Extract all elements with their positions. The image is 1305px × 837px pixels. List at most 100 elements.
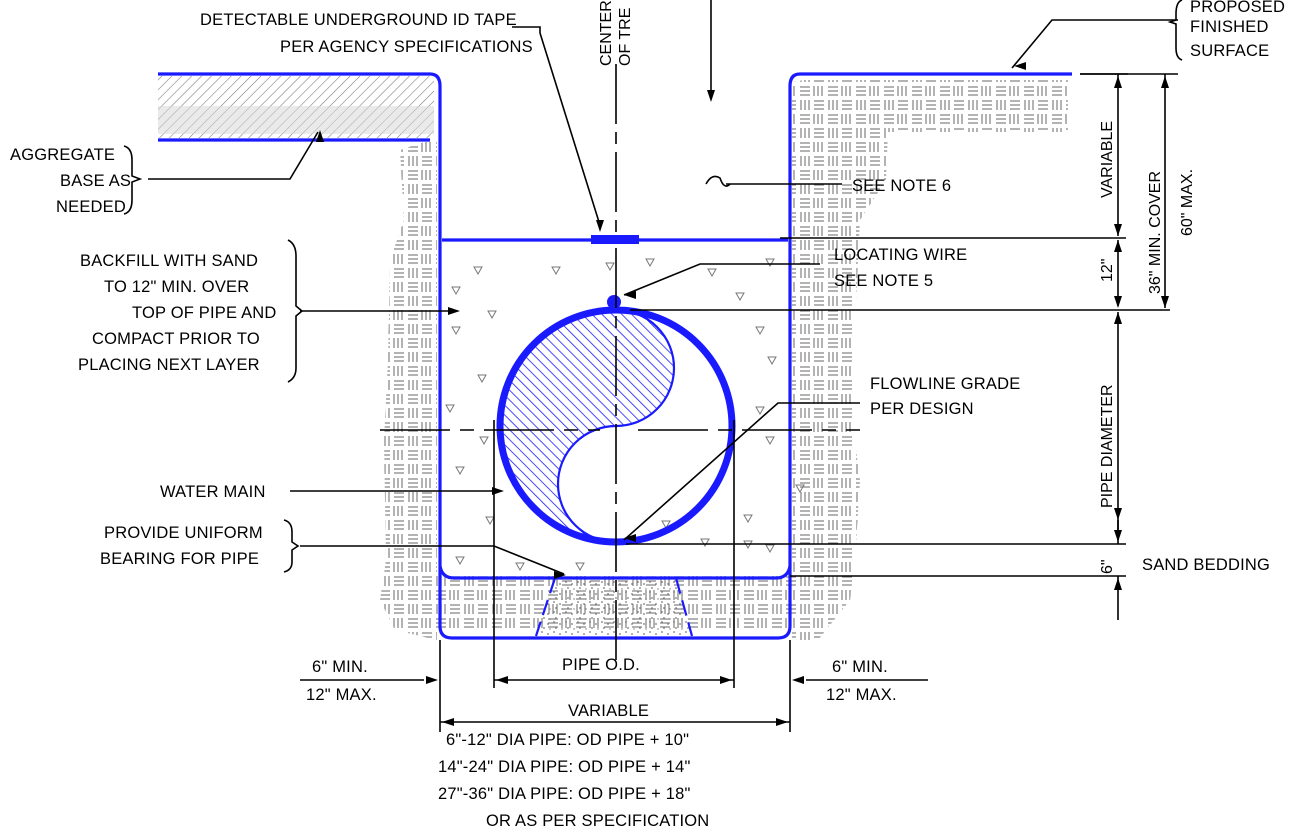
sand-grain-mark	[700, 538, 710, 548]
arrowhead	[1161, 76, 1169, 88]
uniform-bearing-label-1: PROVIDE UNIFORM	[104, 524, 263, 542]
width-rule-4: OR AS PER SPECIFICATION	[486, 812, 709, 830]
sand-grain-mark	[479, 436, 489, 446]
surface-label-1: PROPOSED	[1190, 0, 1285, 16]
arrowhead	[316, 130, 324, 142]
arrowhead	[624, 534, 636, 542]
aggregate-label-2: BASE AS	[60, 172, 131, 190]
id-tape-label-2: PER AGENCY SPECIFICATIONS	[280, 38, 533, 56]
water-main-label: WATER MAIN	[160, 483, 266, 501]
arrowhead	[496, 676, 508, 684]
aggregate-label-3: NEEDED	[56, 198, 126, 216]
sand-grain-mark	[707, 268, 717, 278]
max-cover-label: 60" MAX.	[1179, 169, 1196, 236]
sand-grain-mark	[485, 516, 495, 526]
aggregate-base	[158, 76, 434, 138]
arrowhead	[596, 220, 604, 232]
arrowhead	[776, 718, 788, 726]
uniform-bearing-label-2: BEARING FOR PIPE	[100, 550, 259, 568]
sand-grain-mark	[455, 466, 465, 476]
width-rule-2: 14"-24" DIA PIPE: OD PIPE + 14"	[438, 758, 691, 776]
left-max-label: 12" MAX.	[306, 686, 377, 704]
arrowhead	[1114, 508, 1122, 520]
arrowhead	[554, 571, 566, 579]
arrowhead	[1114, 530, 1122, 542]
horizontal-dimensions	[300, 420, 928, 732]
dimension-labels: VARIABLE 36" MIN. COVER 60" MAX. 12" PIP…	[306, 121, 1196, 830]
surface-label-3: SURFACE	[1190, 42, 1269, 60]
arrowhead	[1114, 578, 1122, 590]
leader-lines	[148, 0, 1178, 575]
see-note-6-label: SEE NOTE 6	[852, 177, 951, 195]
arrowhead	[426, 676, 438, 684]
width-rule-3: 27"-36" DIA PIPE: OD PIPE + 18"	[438, 785, 691, 803]
variable-bottom-label: VARIABLE	[568, 702, 649, 720]
backfill-label-5: PLACING NEXT LAYER	[78, 356, 260, 374]
sand-grain-mark	[765, 258, 775, 268]
arrowhead	[1114, 76, 1122, 88]
variable-right-label: VARIABLE	[1099, 121, 1116, 198]
backfill-label-2: TO 12" MIN. OVER	[104, 278, 249, 296]
sand-grain-mark	[605, 262, 615, 272]
dimension-arrows	[316, 62, 1169, 726]
sand-grain-mark	[755, 326, 765, 336]
aggregate-label-1: AGGREGATE	[10, 146, 115, 164]
arrowhead	[792, 676, 804, 684]
sand-grain-mark	[767, 356, 777, 366]
vertical-dimensions	[626, 73, 1178, 620]
trench-centerline	[380, 64, 860, 660]
arrowhead	[707, 90, 715, 102]
sand-grain-mark	[455, 556, 465, 566]
arrowhead	[1014, 62, 1026, 70]
twelve-inch-label: 12"	[1099, 259, 1116, 282]
width-rule-1: 6"-12" DIA PIPE: OD PIPE + 10"	[446, 731, 689, 749]
sand-grain-mark	[795, 484, 805, 494]
pipe-diameter-label: PIPE DIAMETER	[1099, 384, 1116, 508]
uniform-bearing-wedge	[534, 577, 694, 637]
sand-grain-mark	[661, 520, 671, 530]
locating-wire-label-1: LOCATING WIRE	[834, 246, 967, 264]
sand-grain-mark	[451, 286, 461, 296]
sand-grain-mark	[645, 258, 655, 268]
sand-grain-mark	[477, 374, 487, 384]
sand-grain-mark	[755, 406, 765, 416]
arrowhead	[442, 718, 454, 726]
center-label-2: OF TRE	[617, 8, 634, 66]
center-label-1: CENTER	[598, 0, 615, 66]
sand-grain-mark	[515, 562, 525, 572]
backfill-label-3: TOP OF PIPE AND	[132, 304, 277, 322]
arrowhead	[720, 676, 732, 684]
backfill-label-4: COMPACT PRIOR TO	[92, 330, 260, 348]
left-min-label: 6" MIN.	[312, 658, 368, 676]
arrowhead	[1161, 296, 1169, 308]
flowline-label-1: FLOWLINE GRADE	[870, 375, 1020, 393]
right-min-label: 6" MIN.	[832, 658, 888, 676]
locating-wire-label-2: SEE NOTE 5	[834, 272, 933, 290]
id-tape-label-1: DETECTABLE UNDERGROUND ID TAPE	[200, 11, 517, 29]
sand-grain-mark	[735, 292, 745, 302]
arrowhead	[1114, 296, 1122, 308]
pipe-od-label: PIPE O.D.	[562, 656, 640, 674]
arrowhead	[448, 307, 460, 315]
sand-grain-mark	[487, 310, 497, 320]
backfill-label-1: BACKFILL WITH SAND	[80, 252, 258, 270]
arrowhead	[1114, 224, 1122, 236]
six-inch-label: 6"	[1099, 559, 1116, 574]
flowline-label-2: PER DESIGN	[870, 400, 974, 418]
sand-bedding-label: SAND BEDDING	[1142, 556, 1270, 574]
arrowhead	[1114, 312, 1122, 324]
callout-labels: DETECTABLE UNDERGROUND ID TAPE PER AGENC…	[10, 0, 1285, 574]
min-cover-label: 36" MIN. COVER	[1147, 171, 1164, 294]
right-max-label: 12" MAX.	[826, 686, 897, 704]
sand-grain-mark	[551, 266, 561, 276]
arrowhead	[624, 291, 636, 299]
locating-wire	[607, 295, 621, 309]
sand-grain-mark	[473, 266, 483, 276]
sand-grain-mark	[445, 404, 455, 414]
sand-grain-mark	[575, 562, 585, 572]
sand-grain-mark	[765, 544, 775, 554]
arrowhead	[492, 487, 504, 495]
id-tape	[591, 235, 639, 244]
surface-label-2: FINISHED	[1190, 18, 1269, 36]
